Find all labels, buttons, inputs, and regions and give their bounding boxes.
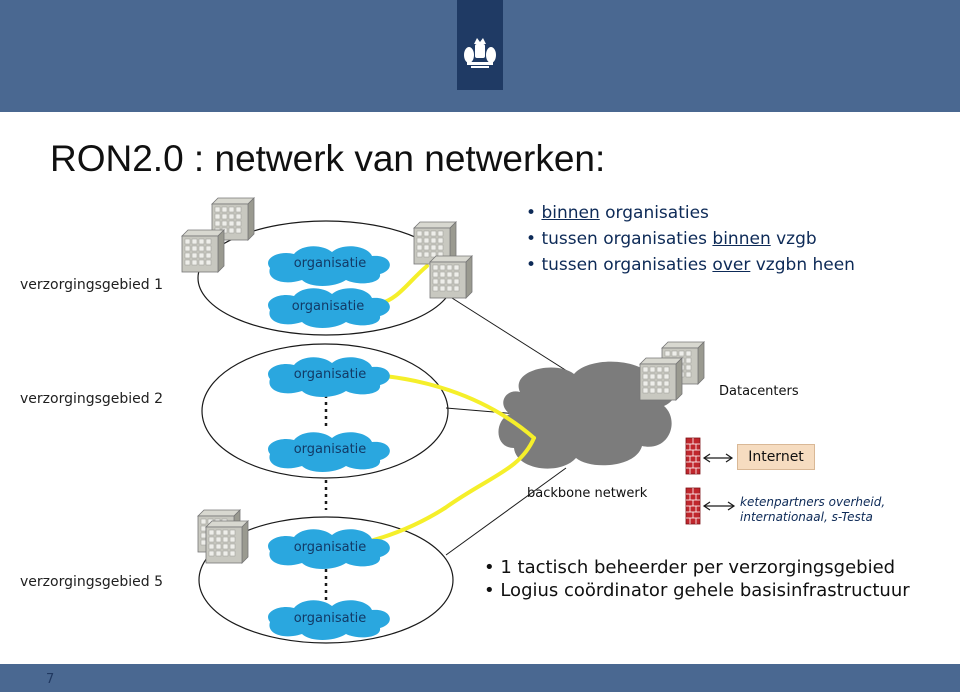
org-label: organisatie: [293, 256, 367, 271]
building-icon: [429, 255, 473, 299]
arrows: [702, 453, 736, 511]
internet-box: [737, 444, 815, 470]
scope-bullet: • tussen organisaties over vzgbn heen: [526, 255, 855, 275]
region-label-1: verzorgingsgebied 1: [20, 277, 164, 293]
footer-bar: [0, 664, 960, 692]
org-label: organisatie: [293, 611, 367, 626]
region-ellipse-2: [201, 343, 449, 479]
scope-bullet: • tussen organisaties binnen vzgb: [526, 229, 817, 249]
role-bullet: • Logius coördinator gehele basisinfrast…: [484, 580, 910, 601]
firewall-icon: [685, 437, 701, 475]
scope-bullets: • binnen organisaties • tussen organisat…: [526, 200, 855, 278]
ketenpartners-label: ketenpartners overheid, internationaal, …: [740, 495, 886, 524]
region-ellipse-5: [198, 516, 454, 644]
rijksoverheid-logo: [457, 0, 503, 90]
page-title: RON2.0 : netwerk van netwerken:: [50, 138, 606, 179]
org-label: organisatie: [291, 299, 365, 314]
internet-label: Internet: [748, 449, 804, 465]
backbone-label: backbone netwerk: [527, 486, 648, 501]
firewall-icon: [685, 487, 701, 525]
region-label-2: verzorgingsgebied 2: [20, 391, 164, 407]
building-icon: [181, 229, 225, 273]
firewalls: [685, 437, 701, 525]
building-icon: [639, 357, 683, 401]
datacenters-label: Datacenters: [719, 384, 799, 399]
backbone-cloud: [498, 361, 676, 469]
role-bullet: • 1 tactisch beheerder per verzorgingsge…: [484, 557, 896, 578]
org-label: organisatie: [293, 442, 367, 457]
role-bullets: • 1 tactisch beheerder per verzorgingsge…: [484, 556, 910, 602]
coat-of-arms-icon: [464, 38, 496, 68]
building-icon: [205, 520, 249, 564]
scope-bullet: • binnen organisaties: [526, 203, 709, 223]
page-number: 7: [46, 672, 55, 687]
region-label-5: verzorgingsgebied 5: [20, 574, 164, 590]
org-label: organisatie: [293, 367, 367, 382]
org-label: organisatie: [293, 540, 367, 555]
